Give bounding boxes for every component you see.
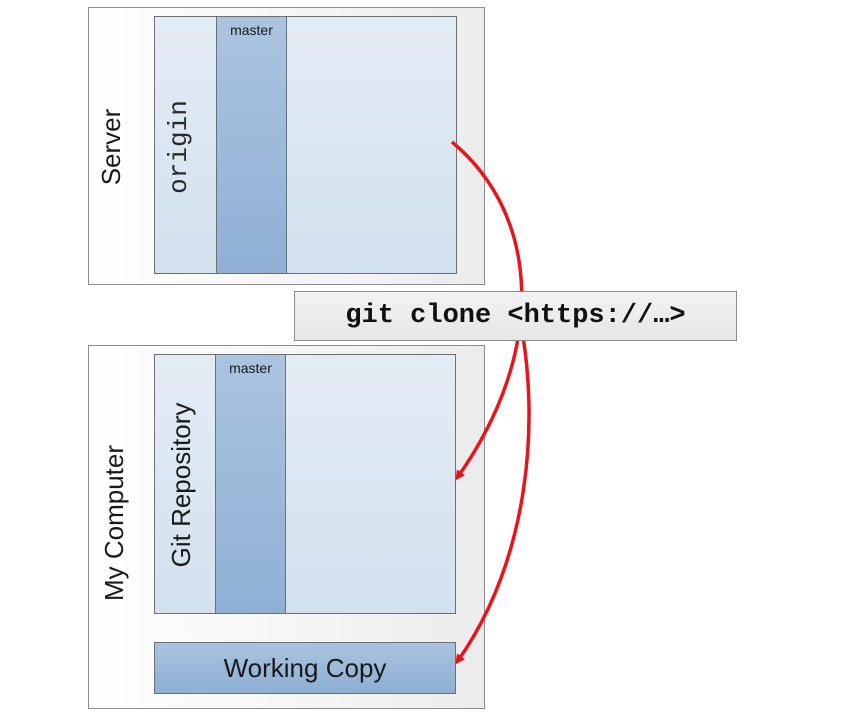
arrow-to-working-copy bbox=[455, 319, 531, 665]
my-computer-box: My Computer Git Repository master Workin… bbox=[88, 345, 485, 709]
git-clone-command: git clone <https://…> bbox=[294, 291, 737, 341]
origin-master-branch: master bbox=[216, 17, 287, 273]
working-copy: Working Copy bbox=[154, 642, 456, 694]
server-box: Server origin master bbox=[88, 7, 485, 285]
origin-repository: origin master bbox=[154, 16, 457, 274]
git-repository: Git Repository master bbox=[154, 354, 456, 614]
local-master-label: master bbox=[229, 360, 272, 376]
local-master-branch: master bbox=[215, 355, 286, 613]
origin-master-label: master bbox=[230, 22, 273, 38]
arrow-to-git-repository bbox=[450, 140, 524, 481]
